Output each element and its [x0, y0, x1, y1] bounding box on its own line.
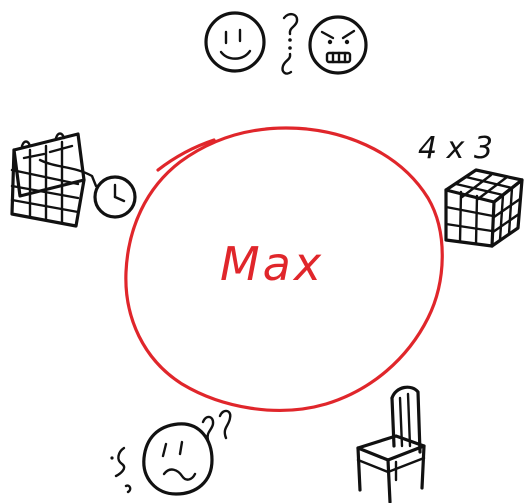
faces-icon	[206, 13, 366, 74]
rubiks-cube-group: 4 x 3	[418, 131, 522, 246]
center-label: Max	[220, 237, 324, 291]
confused-face-icon	[144, 424, 212, 494]
center-node: Max	[126, 128, 442, 410]
cube-caption: 4 x 3	[418, 131, 493, 166]
calendar-and-clock-icon	[12, 134, 135, 227]
question-marks-icon	[283, 14, 298, 73]
center-circle-flourish	[158, 140, 214, 170]
confused-face-group	[110, 411, 230, 494]
chair-icon	[358, 387, 424, 502]
rubiks-cube-icon	[446, 170, 522, 246]
clock-icon	[95, 177, 135, 217]
angry-face-icon	[310, 17, 366, 73]
calendar-icon	[12, 134, 96, 227]
happy-face-icon	[206, 13, 264, 71]
